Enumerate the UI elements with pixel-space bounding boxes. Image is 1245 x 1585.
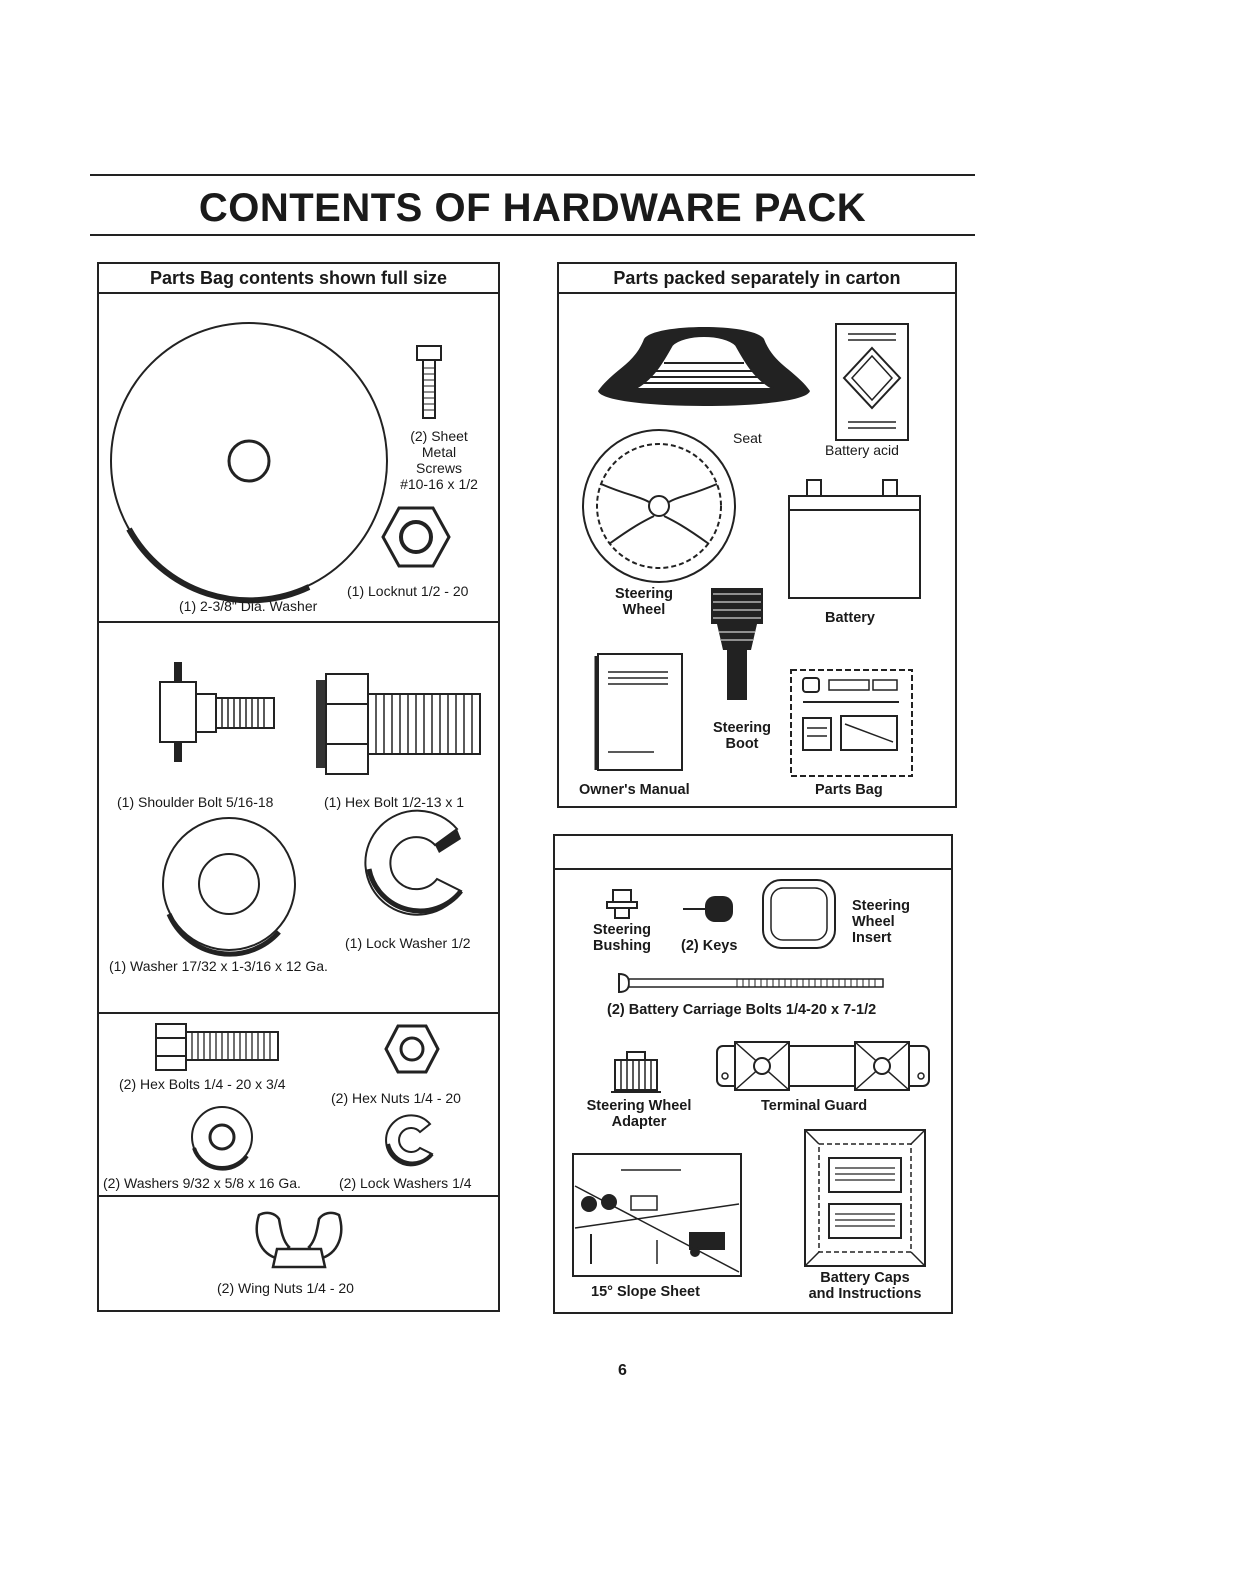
terminal-guard-icon bbox=[716, 1041, 930, 1091]
steering-bushing-label: Steering Bushing bbox=[593, 922, 652, 954]
hex-bolt-small-icon bbox=[155, 1023, 279, 1071]
parts-bag-label: Parts Bag bbox=[815, 782, 883, 798]
battery-icon bbox=[788, 479, 921, 599]
steering-wheel-adapter-icon bbox=[611, 1051, 661, 1093]
steering-wheel-insert-icon bbox=[762, 879, 836, 949]
seat-icon bbox=[598, 327, 810, 406]
sheet-metal-screws-label: (2) Sheet Metal Screws #10-16 x 1/2 bbox=[400, 428, 478, 492]
locknut-icon bbox=[381, 506, 451, 568]
battery-caps-icon bbox=[804, 1129, 926, 1267]
large-washer-icon bbox=[110, 322, 388, 604]
large-washer-label: (1) 2-3/8" Dia. Washer bbox=[179, 598, 318, 614]
parts-bag-header: Parts Bag contents shown full size bbox=[99, 264, 498, 294]
hex-bolts-small-label: (2) Hex Bolts 1/4 - 20 x 3/4 bbox=[119, 1076, 286, 1092]
owners-manual-icon bbox=[594, 653, 683, 771]
title-underline bbox=[90, 234, 975, 236]
lock-washer-half-label: (1) Lock Washer 1/2 bbox=[345, 935, 471, 951]
steering-wheel-insert-label: Steering Wheel Insert bbox=[852, 898, 911, 946]
page-title: CONTENTS OF HARDWARE PACK bbox=[198, 186, 867, 230]
page-number: 6 bbox=[618, 1362, 627, 1379]
lock-washers-small-label: (2) Lock Washers 1/4 bbox=[339, 1175, 472, 1191]
steering-parts-panel: Steering Bushing (2) Keys Steering Wheel… bbox=[553, 834, 953, 1314]
steering-wheel-icon bbox=[582, 429, 736, 583]
keys-label: (2) Keys bbox=[681, 938, 738, 954]
parts-bag-panel: Parts Bag contents shown full size (2) S… bbox=[97, 262, 500, 1312]
locknut-label: (1) Locknut 1/2 - 20 bbox=[347, 583, 469, 599]
carriage-bolt-icon bbox=[618, 972, 884, 994]
wing-nut-icon bbox=[255, 1211, 343, 1269]
shoulder-bolt-icon bbox=[159, 662, 275, 762]
owners-manual-label: Owner's Manual bbox=[579, 782, 690, 798]
carton-panel: Parts packed separately in carton Seat B… bbox=[557, 262, 957, 808]
terminal-guard-label: Terminal Guard bbox=[761, 1098, 868, 1114]
hex-nut-small-icon bbox=[384, 1024, 440, 1074]
carton-header: Parts packed separately in carton bbox=[559, 264, 955, 294]
steering-boot-label: Steering Boot bbox=[712, 720, 771, 752]
washer-small-icon bbox=[191, 1106, 253, 1171]
steering-wheel-adapter-label: Steering Wheel Adapter bbox=[586, 1098, 692, 1130]
steering-wheel-label: Steering Wheel bbox=[614, 586, 673, 618]
steering-parts-header-rule bbox=[555, 868, 951, 870]
shoulder-bolt-label: (1) Shoulder Bolt 5/16-18 bbox=[117, 794, 274, 810]
battery-caps-label: Battery Caps and Instructions bbox=[808, 1270, 922, 1302]
parts-bag-divider-2 bbox=[99, 1012, 498, 1014]
top-rule bbox=[90, 174, 975, 176]
battery-acid-icon bbox=[835, 323, 909, 441]
hex-bolt-large-label: (1) Hex Bolt 1/2-13 x 1 bbox=[324, 794, 465, 810]
battery-label: Battery bbox=[825, 610, 875, 626]
sheet-metal-screw-icon bbox=[416, 345, 442, 419]
parts-bag-divider-1 bbox=[99, 621, 498, 623]
battery-acid-label: Battery acid bbox=[825, 442, 899, 458]
lock-washer-small-icon bbox=[385, 1114, 434, 1167]
slope-sheet-icon bbox=[572, 1153, 742, 1277]
seat-label: Seat bbox=[733, 430, 762, 446]
carriage-bolts-label: (2) Battery Carriage Bolts 1/4-20 x 7-1/… bbox=[607, 1002, 877, 1018]
parts-bag-icon bbox=[790, 669, 913, 777]
hex-nuts-small-label: (2) Hex Nuts 1/4 - 20 bbox=[331, 1090, 461, 1106]
lock-washer-half-icon bbox=[364, 809, 463, 916]
wing-nuts-label: (2) Wing Nuts 1/4 - 20 bbox=[217, 1280, 354, 1296]
washer-1732-label: (1) Washer 17/32 x 1-3/16 x 12 Ga. bbox=[109, 958, 328, 974]
slope-sheet-label: 15° Slope Sheet bbox=[591, 1284, 700, 1300]
steering-boot-icon bbox=[711, 588, 763, 700]
keys-icon bbox=[683, 896, 733, 922]
parts-bag-divider-3 bbox=[99, 1195, 498, 1197]
hex-bolt-large-icon bbox=[316, 673, 481, 775]
steering-bushing-icon bbox=[606, 889, 638, 919]
washer-icon bbox=[162, 817, 296, 957]
washers-small-label: (2) Washers 9/32 x 5/8 x 16 Ga. bbox=[103, 1175, 301, 1191]
